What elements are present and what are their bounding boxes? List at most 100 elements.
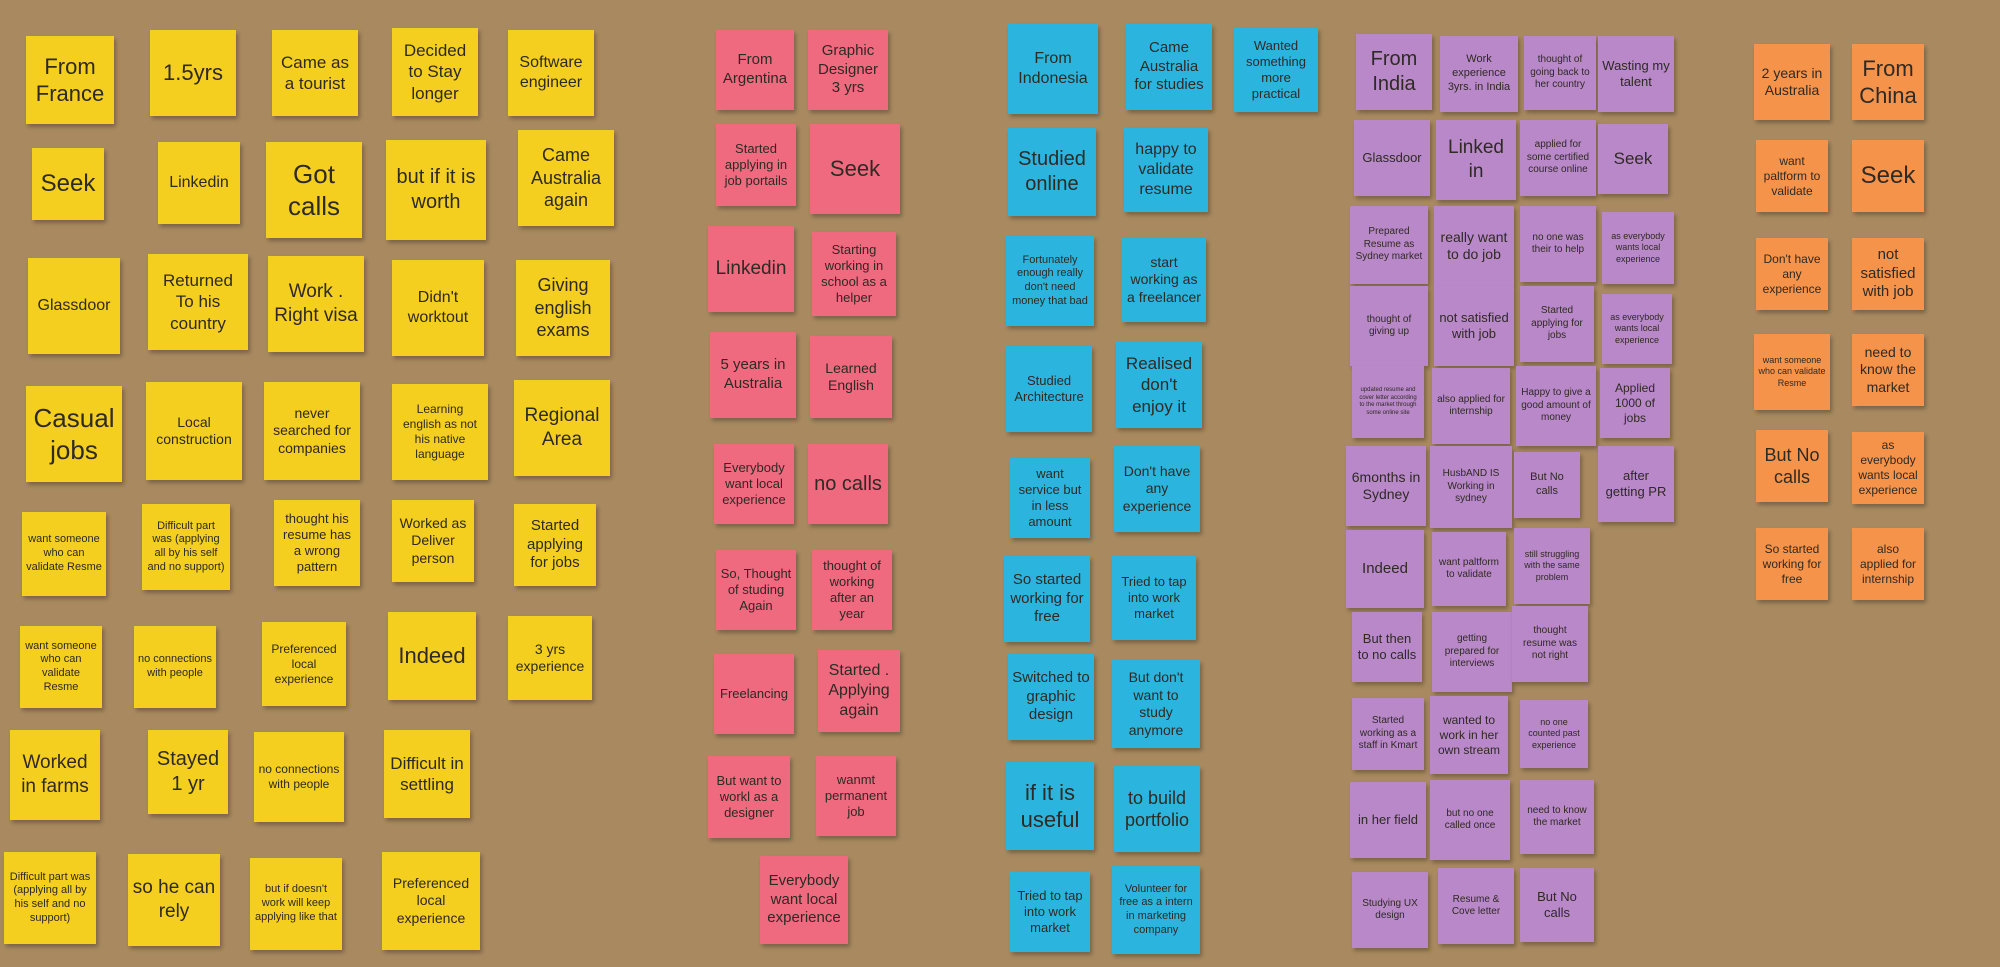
sticky-note-purple: getting prepared for interviews bbox=[1432, 612, 1512, 692]
sticky-note-yellow: Difficult part was (applying all by his … bbox=[4, 852, 96, 944]
sticky-note-orange: want someone who can validate Resme bbox=[1754, 334, 1830, 410]
sticky-note-orange: also applied for internship bbox=[1852, 528, 1924, 600]
sticky-note-yellow: Returned To his country bbox=[148, 254, 248, 350]
sticky-note-yellow: Difficult part was (applying all by his … bbox=[142, 504, 230, 590]
sticky-note-purple: updated resume and cover letter accordin… bbox=[1352, 366, 1424, 438]
sticky-note-yellow: From France bbox=[26, 36, 114, 124]
sticky-note-purple: But then to no calls bbox=[1352, 612, 1422, 682]
sticky-note-yellow: Indeed bbox=[388, 612, 476, 700]
sticky-note-yellow: Difficult in settling bbox=[384, 730, 470, 818]
sticky-note-pink: Freelancing bbox=[714, 654, 794, 734]
sticky-note-pink: thought of working after an year bbox=[812, 550, 892, 630]
sticky-note-yellow: Stayed 1 yr bbox=[148, 730, 228, 814]
sticky-note-purple: thought resume was not right bbox=[1512, 606, 1588, 682]
sticky-note-purple: applied for some certified course online bbox=[1520, 120, 1596, 196]
sticky-note-yellow: Preferenced local experience bbox=[382, 852, 480, 950]
sticky-note-purple: But No calls bbox=[1520, 868, 1594, 942]
sticky-note-blue: Fortunately enough really don't need mon… bbox=[1006, 236, 1094, 326]
sticky-note-purple: Work experience 3yrs. in India bbox=[1440, 36, 1518, 112]
sticky-note-orange: So started working for free bbox=[1756, 528, 1828, 600]
sticky-note-purple: Resume & Cove letter bbox=[1438, 868, 1514, 944]
sticky-note-purple: after getting PR bbox=[1598, 446, 1674, 522]
sticky-note-purple: Glassdoor bbox=[1354, 120, 1430, 196]
sticky-note-purple: as everybody wants local experience bbox=[1602, 212, 1674, 284]
sticky-note-yellow: Learning english as not his native langu… bbox=[392, 384, 488, 480]
sticky-note-blue: if it is useful bbox=[1006, 762, 1094, 850]
sticky-note-yellow: want someone who can validate Resme bbox=[22, 512, 106, 596]
sticky-note-orange: But No calls bbox=[1756, 430, 1828, 502]
sticky-note-yellow: Worked as Deliver person bbox=[392, 500, 474, 582]
sticky-note-purple: as everybody wants local experience bbox=[1602, 294, 1672, 364]
sticky-note-yellow: thought his resume has a wrong pattern bbox=[274, 500, 360, 586]
sticky-note-orange: Don't have any experience bbox=[1756, 238, 1828, 310]
sticky-note-yellow: want someone who can validate Resme bbox=[20, 626, 102, 708]
sticky-note-yellow: but if it is worth bbox=[386, 140, 486, 240]
sticky-note-yellow: Worked in farms bbox=[10, 730, 100, 820]
sticky-note-purple: Studying UX design bbox=[1352, 872, 1428, 948]
sticky-note-yellow: Work . Right visa bbox=[268, 256, 364, 352]
sticky-note-yellow: Started applying for jobs bbox=[514, 504, 596, 586]
sticky-note-orange: 2 years in Australia bbox=[1754, 44, 1830, 120]
sticky-note-pink: Seek bbox=[810, 124, 900, 214]
sticky-note-purple: Happy to give a good amount of money bbox=[1516, 366, 1596, 446]
sticky-note-yellow: no connections with people bbox=[134, 626, 216, 708]
sticky-note-yellow: Didn't worktout bbox=[392, 260, 484, 356]
sticky-note-purple: Prepared Resume as Sydney market bbox=[1350, 206, 1428, 284]
sticky-note-pink: But want to workl as a designer bbox=[708, 756, 790, 838]
sticky-note-purple: Started working as a staff in Kmart bbox=[1352, 698, 1424, 770]
sticky-note-purple: Started applying for jobs bbox=[1520, 286, 1594, 362]
sticky-note-purple: need to know the market bbox=[1520, 780, 1594, 854]
sticky-note-purple: no one counted past experience bbox=[1520, 700, 1588, 768]
sticky-note-blue: start working as a freelancer bbox=[1122, 238, 1206, 322]
sticky-note-orange: Seek bbox=[1852, 140, 1924, 212]
sticky-note-blue: to build portfolio bbox=[1114, 766, 1200, 852]
sticky-note-yellow: Decided to Stay longer bbox=[392, 28, 478, 116]
sticky-note-yellow: Preferenced local experience bbox=[262, 622, 346, 706]
sticky-note-yellow: so he can rely bbox=[128, 854, 220, 946]
sticky-note-blue: From Indonesia bbox=[1008, 24, 1098, 114]
sticky-note-pink: Learned English bbox=[810, 336, 892, 418]
sticky-note-pink: wanmt permanent job bbox=[816, 756, 896, 836]
sticky-note-purple: HusbAND IS Working in sydney bbox=[1430, 446, 1512, 528]
sticky-note-blue: Came Australia for studies bbox=[1126, 24, 1212, 110]
sticky-note-purple: thought of giving up bbox=[1350, 286, 1428, 366]
sticky-note-blue: Studied online bbox=[1008, 128, 1096, 216]
sticky-note-yellow: Glassdoor bbox=[28, 258, 120, 354]
sticky-note-blue: Volunteer for free as a intern in market… bbox=[1112, 866, 1200, 954]
sticky-note-purple: in her field bbox=[1350, 782, 1426, 858]
sticky-note-orange: as everybody wants local experience bbox=[1852, 432, 1924, 504]
sticky-note-yellow: but if doesn't work will keep applying l… bbox=[250, 858, 342, 950]
sticky-note-purple: also applied for internship bbox=[1432, 368, 1510, 444]
sticky-note-purple: not satisfied with job bbox=[1434, 286, 1514, 366]
sticky-note-blue: Don't have any experience bbox=[1114, 446, 1200, 532]
sticky-note-pink: Started applying in job portails bbox=[716, 124, 796, 206]
sticky-note-orange: not satisfied with job bbox=[1852, 238, 1924, 310]
sticky-note-yellow: Local construction bbox=[146, 382, 242, 480]
sticky-note-purple: But No calls bbox=[1514, 452, 1580, 518]
sticky-note-pink: From Argentina bbox=[716, 30, 794, 110]
sticky-note-purple: no one was their to help bbox=[1520, 206, 1596, 282]
sticky-note-purple: want paltform to validate bbox=[1432, 532, 1506, 606]
sticky-note-yellow: 3 yrs experience bbox=[508, 616, 592, 700]
sticky-note-yellow: Casual jobs bbox=[26, 386, 122, 482]
sticky-note-yellow: Got calls bbox=[266, 142, 362, 238]
sticky-note-pink: So, Thought of studing Again bbox=[716, 550, 796, 630]
sticky-note-yellow: 1.5yrs bbox=[150, 30, 236, 116]
sticky-note-blue: So started working for free bbox=[1004, 556, 1090, 642]
sticky-note-orange: need to know the market bbox=[1852, 334, 1924, 406]
sticky-note-blue: happy to validate resume bbox=[1124, 128, 1208, 212]
sticky-note-pink: Started . Applying again bbox=[818, 650, 900, 732]
sticky-note-yellow: Software engineer bbox=[508, 30, 594, 116]
sticky-note-blue: Realised don't enjoy it bbox=[1116, 342, 1202, 428]
sticky-note-blue: Wanted something more practical bbox=[1234, 28, 1318, 112]
sticky-note-purple: 6months in Sydney bbox=[1346, 446, 1426, 526]
sticky-note-pink: Everybody want local experience bbox=[714, 444, 794, 524]
sticky-note-purple: thought of going back to her country bbox=[1524, 36, 1596, 110]
sticky-note-blue: Studied Architecture bbox=[1006, 346, 1092, 432]
sticky-note-purple: wanted to work in her own stream bbox=[1430, 696, 1508, 774]
sticky-note-yellow: Regional Area bbox=[514, 380, 610, 476]
sticky-note-blue: want service but in less amount bbox=[1010, 458, 1090, 538]
sticky-note-yellow: Linkedin bbox=[158, 142, 240, 224]
sticky-note-yellow: Seek bbox=[32, 148, 104, 220]
sticky-note-purple: Wasting my talent bbox=[1598, 36, 1674, 112]
